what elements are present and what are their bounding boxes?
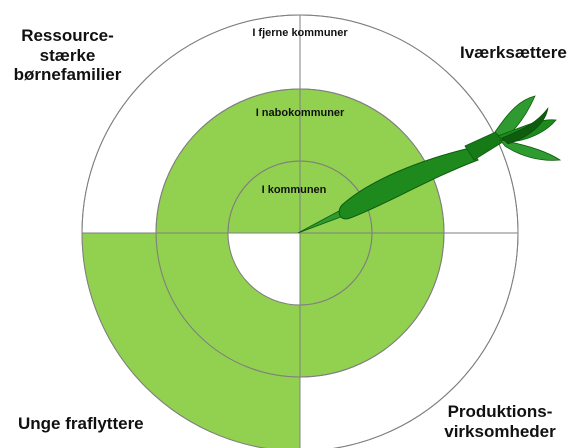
label-top-left-line-3: børnefamilier <box>13 65 122 85</box>
label-top-left: Ressource- stærke børnefamilier <box>5 26 130 85</box>
inner-ring-bottom-left-segment <box>228 233 300 305</box>
ring-label-middle: I nabokommuner <box>255 107 345 119</box>
label-bottom-right-line-1: Produktions- <box>447 402 553 421</box>
label-top-right: Iværksættere <box>460 43 567 62</box>
label-top-left-line-1: Ressource- <box>21 26 114 45</box>
label-bottom-right-line-2: virksomheder <box>444 421 556 441</box>
ring-label-inner: I kommunen <box>261 184 327 196</box>
ring-label-outer: I fjerne kommuner <box>252 27 348 39</box>
outer-ring-bottom-left-segment <box>82 233 300 448</box>
dart-icon <box>297 95 562 234</box>
label-top-left-line-2: stærke <box>39 45 96 65</box>
label-bottom-right: Produktions- virksomheder <box>430 402 570 441</box>
label-bottom-left: Unge fraflyttere <box>18 414 144 433</box>
